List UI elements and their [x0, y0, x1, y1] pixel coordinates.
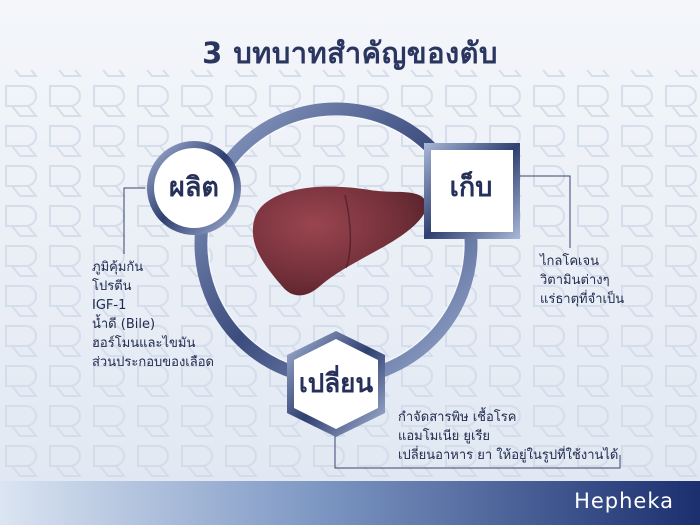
change-node [287, 331, 385, 437]
store-label: เก็บ [449, 172, 493, 203]
store-node [424, 143, 520, 239]
list-item: เปลี่ยนอาหาร ยา ให้อยู่ในรูปที่ใช้งานได้ [398, 448, 619, 463]
list-item: กำจัดสารพิษ เชื้อโรค [398, 410, 517, 425]
list-item: ส่วนประกอบของเลือด [92, 355, 214, 370]
list-item: ภูมิคุ้มกัน [92, 260, 144, 275]
list-item: วิตามินต่างๆ [540, 273, 610, 288]
list-item: ฮอร์โมนและไขมัน [92, 336, 196, 351]
produce-label: ผลิต [169, 172, 219, 203]
list-item: แร่ธาตุที่จำเป็น [540, 292, 625, 307]
liver-icon [252, 186, 427, 296]
produce-list: ภูมิคุ้มกัน โปรตีน IGF-1 น้ำดี (Bile) ฮอ… [92, 258, 214, 372]
brand-logo: Hepheka [574, 489, 674, 513]
connector-lines [123, 175, 621, 469]
store-list: ไกลโคเจน วิตามินต่างๆ แร่ธาตุที่จำเป็น [540, 252, 624, 309]
list-item: ไกลโคเจน [540, 254, 600, 269]
list-item: IGF-1 [92, 298, 127, 313]
page-title: 3 บทบาทสำคัญของตับ [202, 36, 498, 70]
produce-node [147, 141, 241, 235]
list-item: แอมโมเนีย ยูเรีย [398, 429, 491, 444]
footer-bar: Hepheka [0, 481, 700, 525]
change-list: กำจัดสารพิษ เชื้อโรค แอมโมเนีย ยูเรีย เป… [398, 408, 618, 465]
change-label: เปลี่ยน [298, 369, 374, 399]
list-item: น้ำดี (Bile) [92, 317, 156, 332]
list-item: โปรตีน [92, 279, 132, 294]
